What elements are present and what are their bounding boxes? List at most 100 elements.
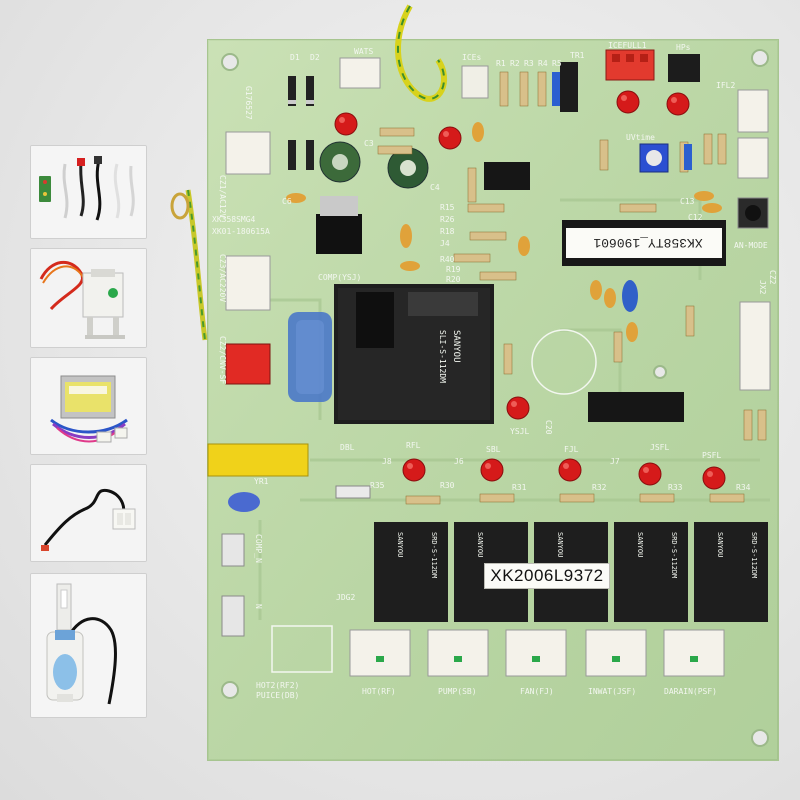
small-relay-markings: SANYOU SRD-S-112DM SANYOU SANYOU SANYOU … (396, 532, 758, 578)
label-c3: C3 (364, 139, 374, 148)
label-r35: R35 (370, 481, 385, 490)
silkscreen-misc: JDG2 YR1 J6 J7 J8 COMP_N N C3 C4 C6 C20 … (254, 133, 777, 609)
label-r30: R30 (440, 481, 455, 490)
thumb-wire-harness-set (30, 145, 147, 239)
label-r1: R1 (496, 59, 506, 68)
label-code-left2: XK01-180615A (212, 227, 270, 236)
label-r18: R18 (440, 227, 455, 236)
silkscreen-left: CZ1/AC12V CZ3/AC220V CZ2/CNV-SF COMP(YSJ… (212, 86, 361, 384)
label-jsfl: JSFL (650, 443, 669, 452)
wire-harness-icon (31, 146, 146, 238)
label-uvtime: UVtime (626, 133, 655, 142)
temperature-sensor-icon (31, 465, 146, 561)
label-rfl: RFL (406, 441, 421, 450)
transformer-icon (31, 358, 146, 454)
label-an-mode: AN-MODE (734, 241, 768, 250)
label-r3: R3 (524, 59, 534, 68)
water-level-sensor-icon (31, 574, 146, 717)
label-jx2: JX2 (758, 280, 767, 295)
silkscreen-connectors: HOT(RF) PUMP(SB) FAN(FJ) INWAT(JSF) DARA… (256, 681, 717, 700)
label-r26: R26 (440, 215, 455, 224)
label-comp-n: COMP_N (254, 534, 263, 563)
voltage-regulator (316, 214, 362, 254)
terminal-comp-n (221, 533, 245, 567)
label-j6: J6 (454, 457, 464, 466)
label-cz2: CZ2/CNV-SF (218, 336, 227, 384)
label-code-left: XK358SMG4 (212, 215, 256, 224)
label-code-left3: G176527 (244, 86, 253, 120)
label-hps: HPs (676, 43, 691, 52)
label-dbl: DBL (340, 443, 355, 452)
jumper-tr1 (560, 62, 578, 112)
label-c20: C20 (544, 420, 553, 435)
label-c13: C13 (680, 197, 695, 206)
float-switch-icon (31, 249, 146, 347)
label-r33: R33 (668, 483, 683, 492)
relay1-model: SRD-S-112DM (430, 532, 438, 578)
label-puice-db: PUICE(DB) (256, 691, 299, 700)
relay3-brand: SANYOU (556, 532, 564, 557)
relay5-brand: SANYOU (716, 532, 724, 557)
label-j8: J8 (382, 457, 392, 466)
label-r2: R2 (510, 59, 520, 68)
model-sticker: XK2006L9372 (484, 563, 610, 589)
label-comp-ysj: COMP(YSJ) (318, 273, 361, 282)
connector-wats (339, 57, 381, 89)
yellow-capacitor (207, 443, 309, 477)
chip-label: XK358TY_190601 (593, 235, 703, 251)
label-j4: J4 (440, 239, 450, 248)
label-d1: D1 (290, 53, 300, 62)
label-r31: R31 (512, 483, 527, 492)
label-hot2-rf2: HOT2(RF2) (256, 681, 299, 690)
label-fan-fj: FAN(FJ) (520, 687, 554, 696)
label-r40: R40 (440, 255, 455, 264)
relay1-brand: SANYOU (396, 532, 404, 557)
silkscreen-top: D1 D2 WATS ICEs R1 R2 R3 R4 R5 TR1 ICEFU… (290, 41, 735, 90)
label-darain-psf: DARAIN(PSF) (664, 687, 717, 696)
mounting-holes (221, 49, 769, 747)
connector-jx2 (739, 301, 771, 391)
silkscreen-leds: RFL SBL FJL JSFL PSFL YSJL DBL (340, 427, 721, 460)
label-ifl2: IFL2 (716, 81, 735, 90)
label-n: N (254, 604, 263, 609)
main-relay-brand: SANYOU (451, 330, 461, 363)
label-d2: D2 (310, 53, 320, 62)
relay4-brand: SANYOU (636, 532, 644, 557)
label-ices: ICEs (462, 53, 481, 62)
electrolytic-capacitors (319, 141, 429, 189)
thumb-temperature-sensor (30, 464, 147, 562)
label-icefull: ICEFULL1 (608, 41, 647, 50)
terminal-n (221, 595, 245, 637)
label-pump-sb: PUMP(SB) (438, 687, 477, 696)
connector-ifl2 (737, 89, 769, 133)
bottom-connectors (349, 629, 725, 677)
label-cz2-right: CZ2 (768, 270, 777, 285)
label-cz3: CZ3/AC220V (218, 254, 227, 302)
main-relay-model: SLI-S-112DM (438, 330, 447, 383)
label-cz1: CZ1/AC12V (218, 175, 227, 219)
label-j7: J7 (610, 457, 620, 466)
relay5-model: SRD-S-112DM (750, 532, 758, 578)
label-r4: R4 (538, 59, 548, 68)
thumb-transformer (30, 357, 147, 455)
connector-hps (668, 54, 700, 82)
label-fjl: FJL (564, 445, 579, 454)
connector-cz1 (225, 131, 271, 175)
label-yr1: YR1 (254, 477, 269, 486)
label-r34: R34 (736, 483, 751, 492)
thumb-water-level-sensor (30, 573, 147, 718)
label-r15: R15 (440, 203, 455, 212)
label-sbl: SBL (486, 445, 501, 454)
ic-driver (588, 392, 684, 422)
label-r19: R19 (446, 265, 461, 274)
silkscreen-resistors: R30 R31 R32 R33 R34 R35 (370, 481, 751, 492)
relay4-model: SRD-S-112DM (670, 532, 678, 578)
label-c12: C12 (688, 213, 703, 222)
label-r5: R5 (552, 59, 562, 68)
label-hot-rf: HOT(RF) (362, 687, 396, 696)
diodes (288, 76, 314, 170)
label-tr1: TR1 (570, 51, 585, 60)
ceramic-capacitors (286, 122, 722, 342)
